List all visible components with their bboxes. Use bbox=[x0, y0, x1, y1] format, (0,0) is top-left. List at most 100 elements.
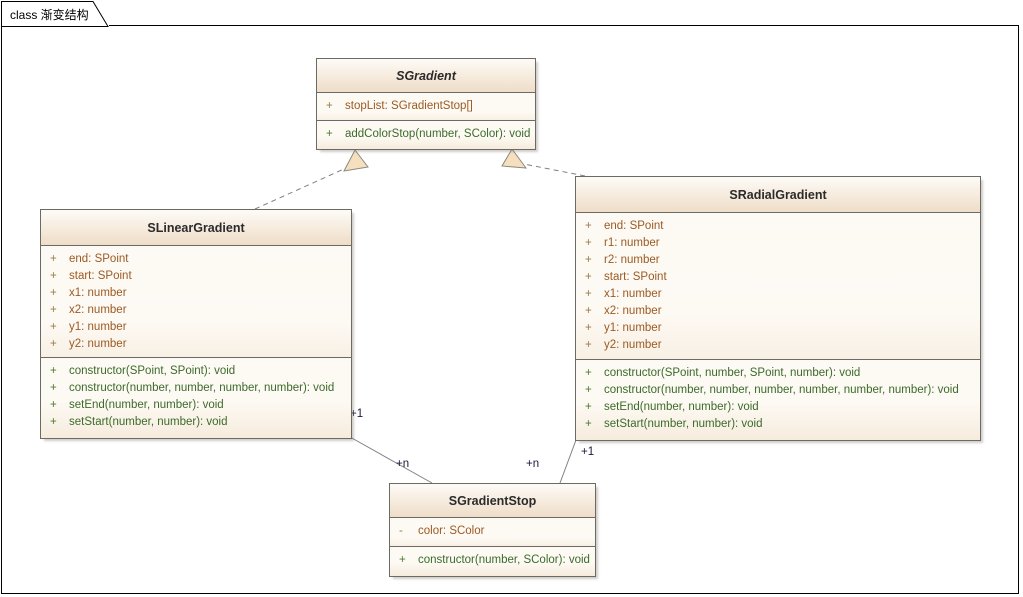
attribute-text: x2: number bbox=[69, 304, 127, 316]
method-row: + setEnd(number, number): void bbox=[576, 399, 980, 416]
method-text: setEnd(number, number): void bbox=[69, 399, 224, 411]
methods-section-sradialgradient: + constructor(SPoint, number, SPoint, num… bbox=[576, 360, 980, 440]
visibility-marker: + bbox=[585, 401, 592, 413]
visibility-marker: + bbox=[326, 128, 333, 140]
visibility-marker: + bbox=[50, 270, 57, 282]
method-row: + constructor(number, SColor): void bbox=[390, 552, 595, 569]
visibility-marker: + bbox=[50, 399, 57, 411]
multiplicity-linear-one: +1 bbox=[350, 408, 364, 420]
visibility-marker: + bbox=[585, 339, 592, 351]
class-title-sgradient: SGradient bbox=[317, 59, 535, 93]
attribute-row: + x2: number bbox=[576, 303, 980, 320]
attribute-row: + x2: number bbox=[41, 302, 351, 319]
attributes-section-sgradientstop: - color: SColor bbox=[390, 518, 595, 547]
attribute-row: + y2: number bbox=[41, 336, 351, 353]
multiplicity-radial-one: +1 bbox=[581, 446, 595, 458]
method-row: + setStart(number, number): void bbox=[576, 416, 980, 433]
attribute-row: + r1: number bbox=[576, 235, 980, 252]
attributes-section-sgradient: + stopList: SGradientStop[] bbox=[317, 93, 535, 121]
class-title-sradialgradient: SRadialGradient bbox=[576, 177, 980, 213]
attribute-text: x1: number bbox=[69, 287, 127, 299]
visibility-marker: + bbox=[585, 322, 592, 334]
visibility-marker: + bbox=[50, 416, 57, 428]
class-box-sgradientstop[interactable]: SGradientStop - color: SColor + constructo… bbox=[389, 483, 596, 577]
method-text: constructor(SPoint, number, SPoint, numb… bbox=[604, 367, 861, 379]
attribute-row: + y2: number bbox=[576, 337, 980, 354]
attribute-row: + y1: number bbox=[576, 320, 980, 337]
visibility-marker: + bbox=[50, 321, 57, 333]
diagram-frame bbox=[1, 25, 1019, 594]
visibility-marker: + bbox=[50, 304, 57, 316]
attribute-text: stopList: SGradientStop[] bbox=[345, 100, 473, 112]
attribute-row: + end: SPoint bbox=[41, 251, 351, 268]
attribute-text: end: SPoint bbox=[69, 253, 129, 265]
visibility-marker: + bbox=[585, 220, 592, 232]
method-row: + setEnd(number, number): void bbox=[41, 397, 351, 414]
visibility-marker: + bbox=[585, 237, 592, 249]
method-text: constructor(number, number, number, numb… bbox=[69, 382, 335, 394]
class-title-slineargradient: SLinearGradient bbox=[41, 210, 351, 246]
visibility-marker: + bbox=[50, 338, 57, 350]
visibility-marker: + bbox=[50, 253, 57, 265]
method-row: + constructor(number, number, number, num… bbox=[41, 380, 351, 397]
multiplicity-radial-n: +n bbox=[526, 458, 540, 470]
attribute-row: + x1: number bbox=[41, 285, 351, 302]
methods-section-sgradient: + addColorStop(number, SColor): void bbox=[317, 121, 535, 149]
diagram-tab-shape bbox=[1, 1, 109, 27]
method-row: + setStart(number, number): void bbox=[41, 414, 351, 431]
attribute-text: r1: number bbox=[604, 237, 660, 249]
attribute-text: x1: number bbox=[604, 288, 662, 300]
diagram-tab-label: class 渐变结构 bbox=[10, 8, 89, 22]
visibility-marker: + bbox=[585, 288, 592, 300]
attribute-text: start: SPoint bbox=[69, 270, 132, 282]
attribute-text: r2: number bbox=[604, 254, 660, 266]
visibility-marker: + bbox=[585, 418, 592, 430]
methods-section-sgradientstop: + constructor(number, SColor): void bbox=[390, 547, 595, 576]
attribute-text: color: SColor bbox=[418, 525, 485, 537]
visibility-marker: + bbox=[585, 305, 592, 317]
attribute-text: end: SPoint bbox=[604, 220, 664, 232]
visibility-marker: + bbox=[585, 384, 592, 396]
attribute-row: + start: SPoint bbox=[41, 268, 351, 285]
method-row: + constructor(SPoint, SPoint): void bbox=[41, 363, 351, 380]
visibility-marker: + bbox=[50, 365, 57, 377]
method-text: addColorStop(number, SColor): void bbox=[345, 128, 531, 140]
attribute-row: + y1: number bbox=[41, 319, 351, 336]
diagram-tab[interactable]: class 渐变结构 bbox=[1, 1, 109, 27]
method-text: constructor(SPoint, SPoint): void bbox=[69, 365, 236, 377]
visibility-marker: + bbox=[585, 271, 592, 283]
method-row: + constructor(number, number, number, num… bbox=[576, 382, 980, 399]
method-text: setStart(number, number): void bbox=[604, 418, 763, 430]
method-text: constructor(number, SColor): void bbox=[418, 554, 590, 566]
class-box-sradialgradient[interactable]: SRadialGradient + end: SPoint + r1: number… bbox=[575, 176, 981, 441]
visibility-marker: + bbox=[326, 100, 333, 112]
attribute-row: + stopList: SGradientStop[] bbox=[317, 98, 535, 115]
attribute-row: - color: SColor bbox=[390, 523, 595, 540]
attributes-section-slineargradient: +end: SPoint +start: SPoint +x1: number … bbox=[41, 246, 351, 358]
multiplicity-linear-n: +n bbox=[396, 458, 410, 470]
methods-section-slineargradient: + constructor(SPoint, SPoint): void + cons… bbox=[41, 358, 351, 438]
method-text: constructor(number, number, number, numb… bbox=[604, 384, 959, 396]
class-box-sgradient[interactable]: SGradient + stopList: SGradientStop[] + ad… bbox=[316, 58, 536, 150]
attribute-text: x2: number bbox=[604, 305, 662, 317]
method-row: + addColorStop(number, SColor): void bbox=[317, 126, 535, 143]
method-text: setStart(number, number): void bbox=[69, 416, 228, 428]
visibility-marker: - bbox=[399, 525, 403, 537]
attribute-text: y1: number bbox=[604, 322, 662, 334]
attribute-text: y2: number bbox=[69, 338, 127, 350]
attribute-row: + start: SPoint bbox=[576, 269, 980, 286]
attribute-text: y1: number bbox=[69, 321, 127, 333]
visibility-marker: + bbox=[399, 554, 406, 566]
visibility-marker: + bbox=[50, 382, 57, 394]
visibility-marker: + bbox=[50, 287, 57, 299]
attribute-row: + r2: number bbox=[576, 252, 980, 269]
class-box-slineargradient[interactable]: SLinearGradient + end: SPoint + start: SPo… bbox=[40, 209, 352, 439]
attribute-row: + x1: number bbox=[576, 286, 980, 303]
attribute-text: start: SPoint bbox=[604, 271, 667, 283]
visibility-marker: + bbox=[585, 367, 592, 379]
visibility-marker: + bbox=[585, 254, 592, 266]
class-title-sgradientstop: SGradientStop bbox=[390, 484, 595, 518]
method-text: setEnd(number, number): void bbox=[604, 401, 759, 413]
attribute-text: y2: number bbox=[604, 339, 662, 351]
